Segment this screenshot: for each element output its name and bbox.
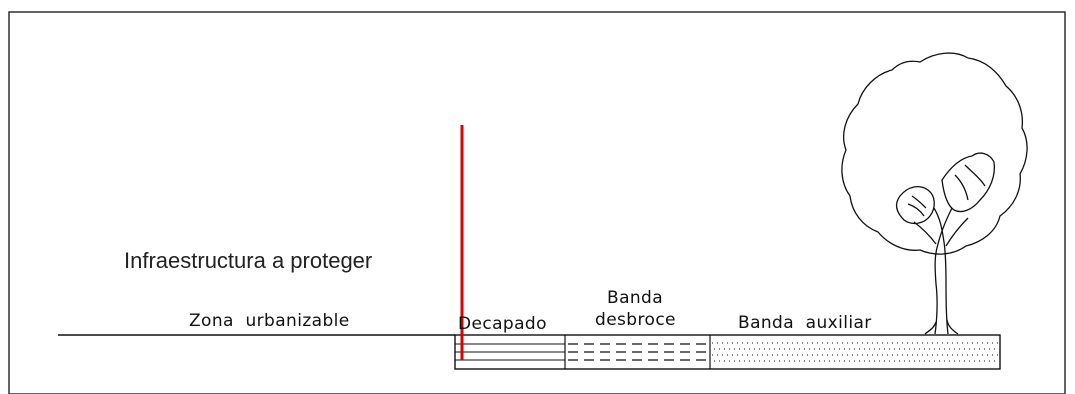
auxiliary-band-label: Banda auxiliar (738, 313, 872, 333)
auxiliary-hatch (712, 342, 998, 362)
frame-border (8, 11, 1066, 394)
clearing-band-label-line1: Banda (607, 288, 663, 308)
stripping-label: Decapado (458, 314, 547, 334)
tree-trunk (913, 207, 969, 335)
urban-zone-label: Zona urbanizable (189, 311, 350, 331)
stripping-hatch (455, 343, 565, 361)
tree-foliage (895, 152, 996, 225)
clearing-hatch (568, 343, 708, 361)
tree-icon (841, 52, 1028, 335)
clearing-band-label-line2: desbroce (595, 310, 676, 330)
label-background (70, 195, 420, 295)
band-strip (454, 334, 1001, 370)
infrastructure-label: Infraestructura a proteger (124, 248, 372, 273)
tree-canopy (841, 52, 1028, 255)
